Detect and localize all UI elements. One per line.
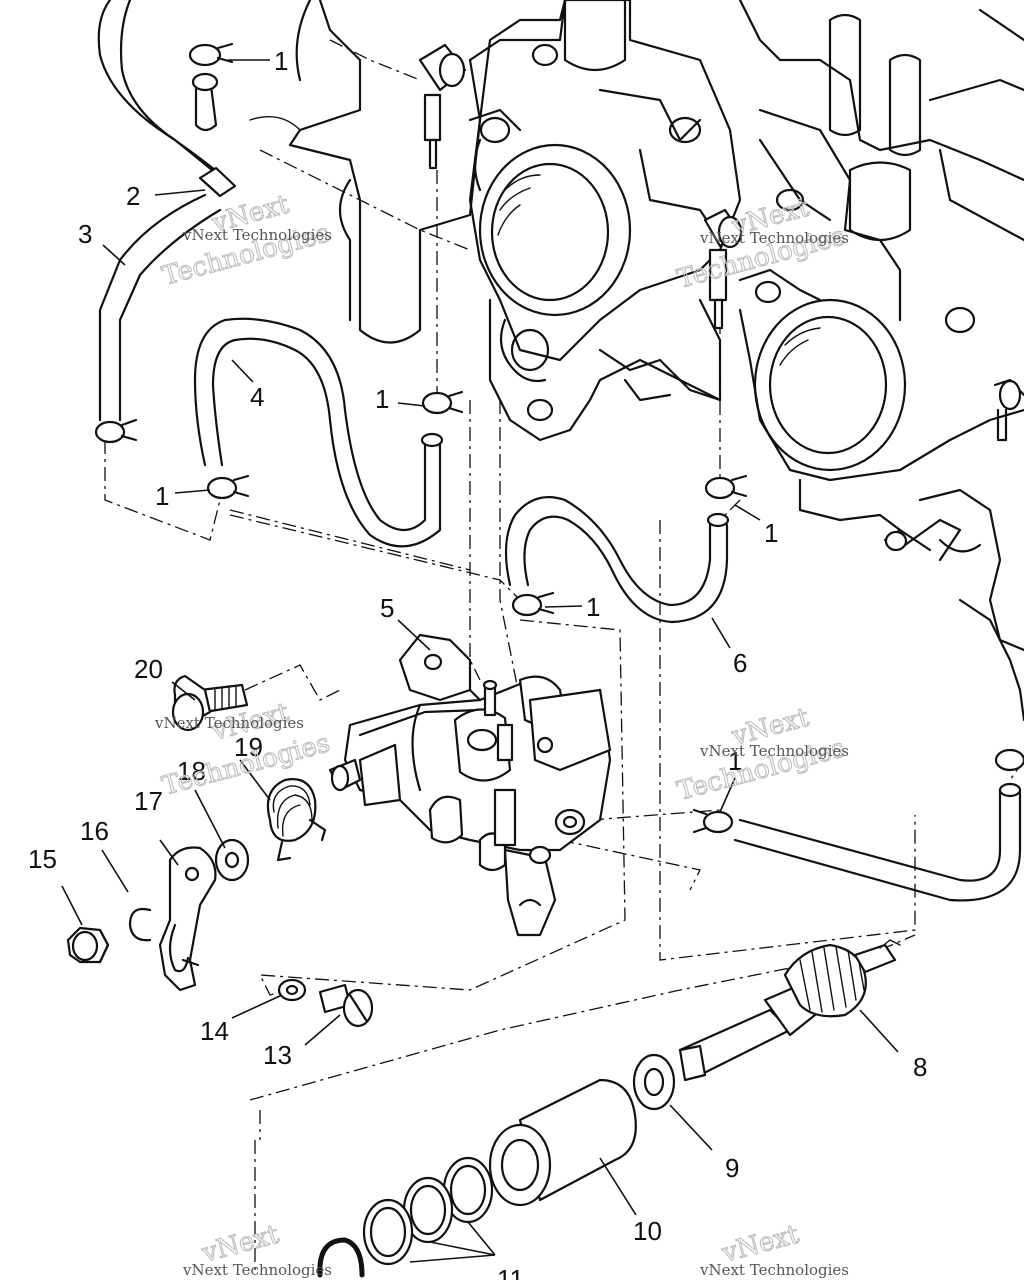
hose-clamps	[94, 42, 1024, 834]
hoses	[97, 0, 1022, 902]
clamp-hose6-left	[511, 591, 555, 617]
washer-9	[632, 1053, 676, 1111]
watermark-bottom-right: vNext vNext Technologies	[699, 1219, 849, 1279]
clamp-right-edge	[994, 748, 1024, 772]
o-rings-11	[362, 1156, 494, 1266]
block-fittings	[418, 43, 743, 330]
callout-3: 3	[78, 219, 92, 249]
callout-20: 20	[134, 654, 163, 684]
callout-10: 10	[633, 1216, 662, 1246]
callout-9: 9	[725, 1153, 739, 1183]
callout-6: 6	[733, 648, 747, 678]
callout-16: 16	[80, 816, 109, 846]
e-clip-16	[128, 907, 152, 942]
watermark-text: vNext Technologies	[182, 226, 332, 244]
watermark-top-right: vNext Technologies vNext Technologies	[673, 192, 849, 295]
watermark-bottom-left: vNext vNext Technologies	[182, 1219, 332, 1279]
leader-lines	[61, 59, 899, 1263]
small-parts	[66, 674, 374, 1028]
callout-1-hose7: 1	[728, 746, 742, 776]
clamp-hose6-right	[704, 474, 748, 500]
callout-11: 11	[497, 1264, 524, 1280]
hose-4	[193, 317, 427, 532]
clamp-mid-left	[94, 418, 138, 444]
drive-parts	[317, 939, 901, 1278]
callout-19: 19	[234, 732, 263, 762]
spring-19	[266, 778, 327, 862]
watermark-text: vNext Technologies	[699, 1261, 849, 1279]
clamp-hose4-right	[421, 390, 464, 415]
callout-8: 8	[913, 1052, 927, 1082]
watermark-text: vNext Technologies	[699, 742, 849, 760]
bushing-10	[488, 1078, 637, 1207]
clamp-top	[188, 42, 234, 132]
clamp-hose4-left	[206, 474, 250, 500]
nut-15	[66, 926, 110, 964]
hose-7	[738, 788, 1002, 882]
lever-17	[158, 846, 217, 992]
callout-17: 17	[134, 786, 163, 816]
drive-gear-8	[678, 939, 901, 1082]
callout-labels: 1 1 1 1 1 1 2 3 4 5 6 8 9 10 11 13 14 15…	[28, 46, 927, 1280]
snap-ring-12	[317, 1237, 365, 1278]
callout-18: 18	[177, 756, 206, 786]
watermark-text: vNext Technologies	[154, 714, 304, 732]
callout-1-top: 1	[274, 46, 288, 76]
screw-13	[318, 983, 374, 1028]
clamp-hose7-left	[692, 808, 734, 834]
callout-15: 15	[28, 844, 57, 874]
callout-1-hose4-left: 1	[155, 481, 169, 511]
engine-block	[249, 0, 1024, 722]
callout-1-hose6-left: 1	[586, 592, 600, 622]
watermark-text: vNext Technologies	[182, 1261, 332, 1279]
callout-13: 13	[263, 1040, 292, 1070]
callout-2: 2	[126, 181, 140, 211]
washer-14	[277, 978, 307, 1002]
callout-4: 4	[250, 382, 264, 412]
watermark-text: vNext Technologies	[699, 229, 849, 247]
callout-1-hose4-right: 1	[375, 384, 389, 414]
watermark-mid-right: vNext Technologies vNext Technologies	[673, 702, 849, 807]
callout-1-hose6-right: 1	[764, 518, 778, 548]
hose-6	[504, 496, 712, 607]
washer-18	[214, 838, 250, 882]
callout-14: 14	[200, 1016, 229, 1046]
bolt-20	[171, 674, 249, 732]
oil-pump	[328, 633, 612, 937]
watermark-mid-left: vNext Technologies vNext Technologies	[154, 697, 334, 802]
callout-5: 5	[380, 593, 394, 623]
